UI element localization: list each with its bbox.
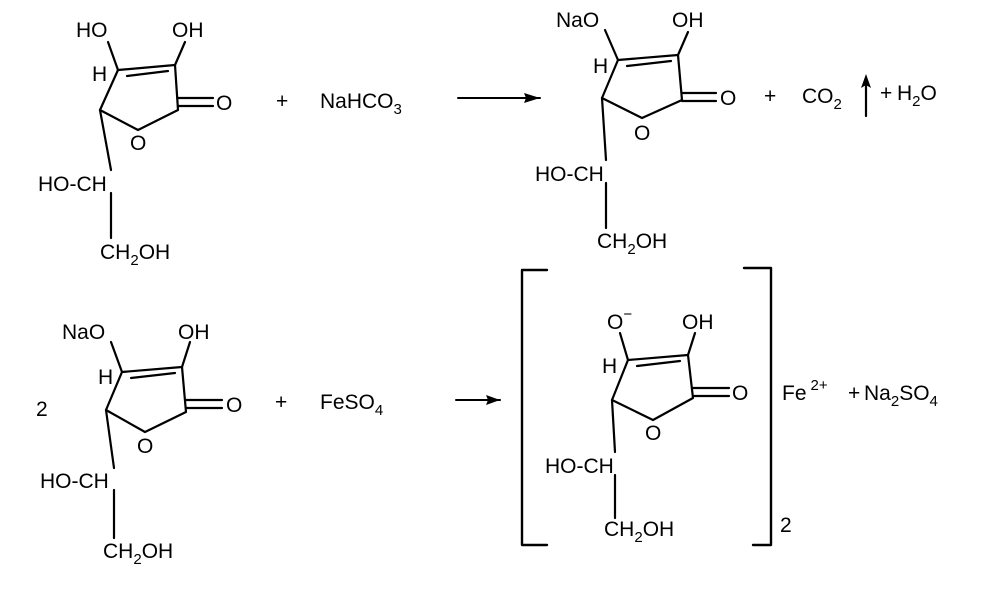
ring-oxygen-label: O [634, 122, 650, 145]
hydroxyl-label: OH [178, 321, 210, 344]
carbonyl-oxygen-label: O [720, 87, 736, 110]
gas-arrowhead [861, 74, 871, 88]
ascorbic-acid-structure: HO OH H O O HO-CH CH2OH [38, 19, 232, 269]
side-chain-bond [104, 408, 116, 470]
sodium-oxide-label: NaO [556, 9, 599, 32]
hydroxyl-label: HO [76, 19, 108, 42]
ferrous-sulfate-label: FeSO4 [320, 391, 383, 419]
hydrogen-label: H [593, 55, 608, 78]
ch2oh-label: CH2OH [604, 518, 674, 546]
sodium-bicarbonate-label: NaHCO3 [320, 90, 402, 118]
carbonyl-oxygen-label: O [226, 394, 242, 417]
ring-oxygen-label: O [645, 422, 661, 445]
ene-double-bond [625, 59, 673, 68]
oh-bond [676, 30, 690, 57]
oh-bond [686, 331, 697, 357]
ring-oxygen-label: O [130, 132, 146, 155]
plus-sign: + [764, 85, 776, 108]
water-label: H2O [897, 82, 937, 110]
oh-bond-left [106, 40, 120, 72]
hydrogen-label: H [98, 366, 113, 389]
hydrogen-label: H [92, 63, 107, 86]
side-chain-bond [600, 96, 608, 162]
ene-double-bond [129, 371, 177, 380]
plus-sign: + [848, 382, 860, 405]
ch2oh-label: CH2OH [103, 540, 173, 568]
reaction-1: HO OH H O O HO-CH CH2OH + NaHCO3 NaO OH … [38, 9, 937, 269]
carbon-dioxide-label: CO2 [802, 85, 842, 113]
hydroxyl-label: OH [672, 9, 704, 32]
ona-bond [109, 340, 124, 374]
anion-bond [618, 331, 630, 362]
choh-label: HO-CH [40, 470, 109, 493]
choh-label: HO-CH [545, 455, 614, 478]
choh-label: HO-CH [535, 163, 604, 186]
choh-label: HO-CH [38, 173, 107, 196]
lactone-ring [610, 353, 695, 422]
ene-double-bond [635, 359, 682, 368]
hydrogen-label: H [602, 355, 617, 378]
ascorbate-anion-structure: O− OH H O O HO-CH CH2OH [545, 306, 748, 546]
sodium-ascorbate-structure: NaO OH H O O HO-CH CH2OH [535, 9, 736, 258]
sodium-sulfate-label: Na2SO4 [864, 382, 938, 410]
right-square-bracket [742, 266, 773, 547]
reaction-2: 2 NaO OH H O O HO-CH CH2OH + FeSO4 [36, 266, 938, 568]
carbonyl-oxygen-label: O [732, 382, 748, 405]
ch2oh-label: CH2OH [100, 241, 170, 269]
carbonyl-oxygen-label: O [216, 92, 232, 115]
lactone-ring [600, 53, 684, 120]
plus-sign: + [275, 391, 287, 414]
sodium-oxide-label: NaO [62, 321, 105, 344]
hydroxyl-label: OH [682, 311, 714, 334]
lactone-ring [98, 63, 180, 132]
oh-bond [180, 340, 192, 369]
ene-double-bond [125, 69, 170, 78]
ona-bond [603, 28, 620, 62]
reaction-arrowhead [524, 93, 540, 103]
stoichiometric-coefficient: 2 [36, 398, 48, 421]
bracket-subscript: 2 [780, 514, 792, 537]
hydroxyl-label: OH [172, 19, 204, 42]
side-chain-bond [98, 108, 113, 172]
sodium-ascorbate-structure: NaO OH H O O HO-CH CH2OH [40, 321, 242, 568]
reaction-arrowhead [486, 395, 500, 405]
plus-sign: + [276, 90, 288, 113]
oxygen-anion-label: O− [607, 306, 632, 334]
oh-bond-right [173, 40, 187, 67]
plus-sign: + [880, 82, 892, 105]
side-chain-bond [610, 398, 617, 454]
ring-oxygen-label: O [137, 435, 153, 458]
ch2oh-label: CH2OH [597, 230, 667, 258]
lactone-ring [104, 365, 188, 434]
left-square-bracket [520, 268, 549, 547]
